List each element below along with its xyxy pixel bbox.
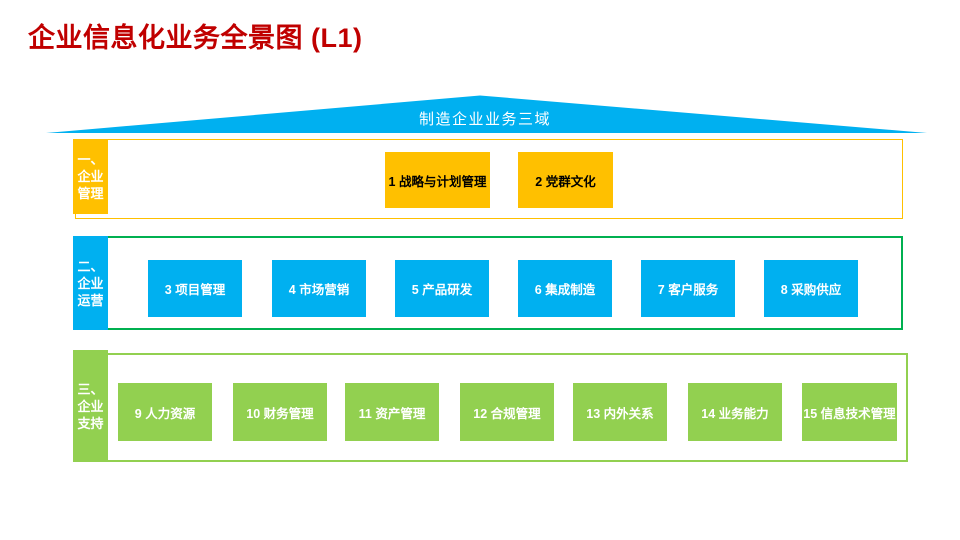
row-label-line: 管理	[77, 186, 104, 201]
row-label-line: 一、	[77, 152, 104, 167]
row-label-line: 企业	[77, 398, 104, 414]
business-box: 9 人力资源	[118, 383, 212, 441]
row-label-line: 企业	[77, 275, 104, 291]
row-label-enterprise-management: 一、企业管理	[73, 139, 108, 214]
business-box: 5 产品研发	[395, 260, 489, 317]
business-box: 10 财务管理	[233, 383, 327, 441]
row-label-enterprise-support: 三、企业支持	[73, 350, 108, 462]
business-box: 14 业务能力	[688, 383, 782, 441]
business-box: 4 市场营销	[272, 260, 366, 317]
business-box: 7 客户服务	[641, 260, 735, 317]
business-box: 1 战略与计划管理	[385, 152, 490, 208]
roof-label: 制造企业业务三域	[418, 111, 551, 128]
row-label-line: 二、	[77, 258, 104, 274]
business-box: 6 集成制造	[518, 260, 612, 317]
business-box: 11 资产管理	[345, 383, 439, 441]
row-label-enterprise-operations: 二、企业运营	[73, 236, 108, 330]
business-box: 3 项目管理	[148, 260, 242, 317]
row-label-line: 企业	[77, 169, 104, 184]
row-label-line: 运营	[77, 292, 104, 308]
page-title: 企业信息化业务全景图 (L1)	[28, 23, 363, 53]
business-box: 15 信息技术管理	[802, 383, 897, 441]
business-box: 12 合规管理	[460, 383, 554, 441]
business-box: 2 党群文化	[518, 152, 613, 208]
business-box: 13 内外关系	[573, 383, 667, 441]
business-box: 8 采购供应	[764, 260, 858, 317]
row-label-line: 支持	[77, 415, 104, 431]
row-label-line: 三、	[77, 381, 104, 397]
